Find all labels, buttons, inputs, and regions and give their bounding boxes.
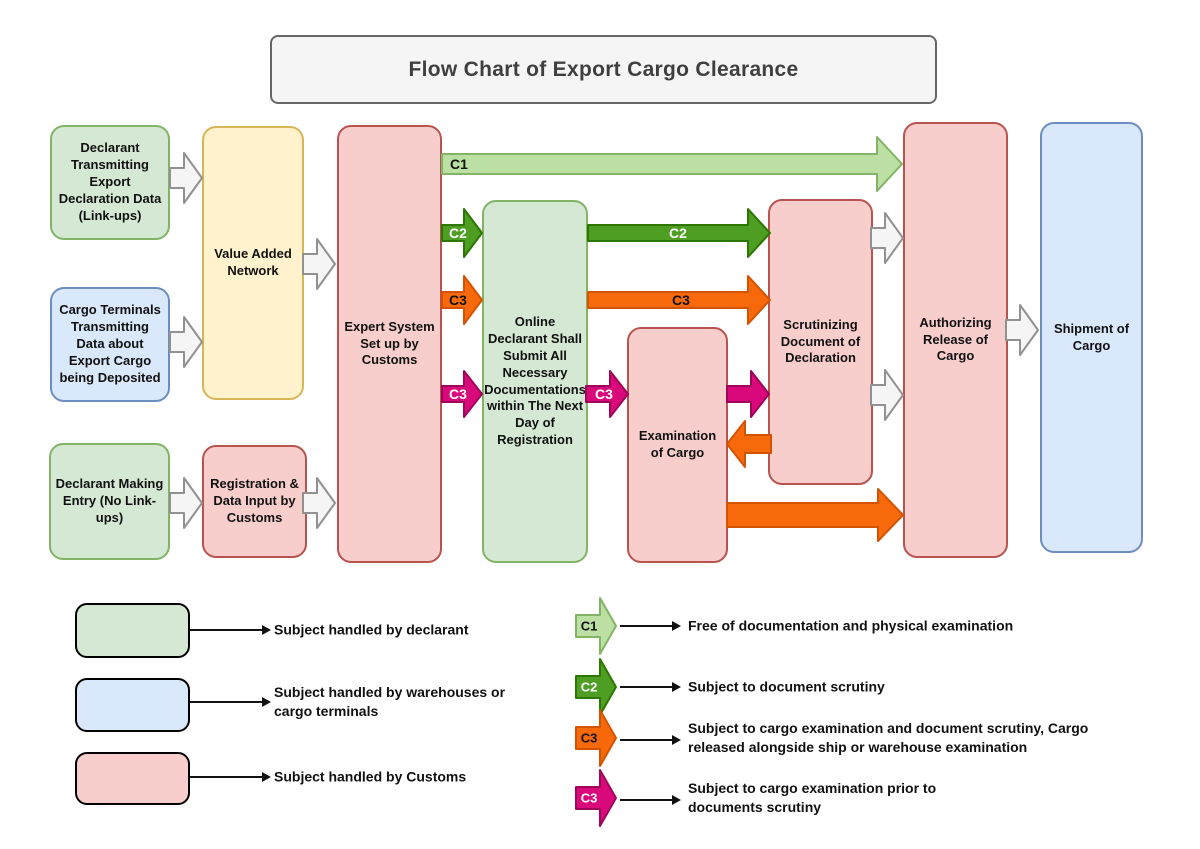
legend-arrowhead-icon (672, 682, 681, 692)
legend-c3-orange-code: C3 (580, 730, 598, 746)
legend-c3-magenta-arrow-icon (575, 769, 617, 827)
legend-line (190, 776, 262, 778)
c3-orange-arrow-examination-to-authorizing (726, 488, 904, 542)
node-label: Online Declarant Shall Submit All Necess… (484, 313, 586, 448)
grey-arrow-scrutinizing-to-authorizing-top (870, 212, 904, 264)
legend-label-warehouses: Subject handled by warehouses or cargo t… (274, 684, 506, 719)
node-registration: Registration & Data Input by Customs (202, 445, 307, 558)
node-label: Authorizing Release of Cargo (919, 314, 992, 364)
c1-arrow-expert-to-authorizing (441, 136, 903, 192)
c3-arrow-label: C3 (595, 386, 613, 402)
node-declarant-no-linkups: Declarant Making Entry (No Link-ups) (49, 443, 170, 560)
legend-label-declarant: Subject handled by declarant (274, 621, 469, 638)
c3-arrow-label: C3 (672, 292, 690, 308)
grey-arrow-scrutinizing-to-authorizing-bottom (870, 369, 904, 421)
legend-c1-code: C1 (580, 618, 598, 634)
node-label: Declarant Transmitting Export Declaratio… (58, 140, 162, 223)
page-title: Flow Chart of Export Cargo Clearance (408, 57, 799, 81)
node-label: Declarant Making Entry (No Link-ups) (55, 476, 164, 525)
c2-arrow-expert-to-online (441, 208, 483, 258)
legend-c1-arrow-icon (575, 597, 617, 655)
node-value-added-network: Value Added Network (202, 126, 304, 400)
grey-arrow-registration-to-expert (302, 477, 336, 529)
legend-line (190, 629, 262, 631)
legend-label-c2: Subject to document scrutiny (688, 678, 885, 695)
legend-line (620, 739, 672, 741)
legend-line (620, 686, 672, 688)
c1-arrow-label: C1 (450, 156, 468, 172)
legend-c3-orange-arrow-icon (575, 709, 617, 767)
legend-label-c3-orange: Subject to cargo examination and documen… (688, 720, 1089, 755)
c3-orange-arrow-scrutinizing-to-examination (726, 420, 772, 468)
c3-magenta-arrow-examination-to-scrutinizing (726, 370, 770, 418)
node-cargo-terminals: Cargo Terminals Transmitting Data about … (50, 287, 170, 402)
legend-line (620, 799, 672, 801)
legend-green-box (75, 603, 190, 658)
node-label: Cargo Terminals Transmitting Data about … (59, 302, 161, 385)
grey-arrow-linkups-to-van (169, 152, 203, 204)
legend-line (190, 701, 262, 703)
legend-arrowhead-icon (672, 621, 681, 631)
legend-label-c3-magenta: Subject to cargo examination prior to do… (688, 780, 937, 815)
legend-label-c1: Free of documentation and physical exami… (688, 617, 1014, 634)
c2-arrow-label: C2 (449, 225, 467, 241)
node-label: Value Added Network (214, 246, 292, 278)
node-label: Expert System Set up by Customs (344, 318, 435, 368)
legend-arrowhead-icon (672, 795, 681, 805)
legend-arrowhead-icon (262, 625, 271, 635)
node-declarant-linkups: Declarant Transmitting Export Declaratio… (50, 125, 170, 240)
c3-arrow-label: C3 (449, 386, 467, 402)
node-online-declarant: Online Declarant Shall Submit All Necess… (482, 200, 588, 563)
legend-c3-magenta-code: C3 (580, 790, 598, 806)
node-expert-system: Expert System Set up by Customs (337, 125, 442, 563)
legend-arrowhead-icon (262, 772, 271, 782)
c3-orange-arrow-online-to-scrutinizing (587, 275, 771, 325)
node-authorizing: Authorizing Release of Cargo (903, 122, 1008, 558)
node-scrutinizing: Scrutinizing Document of Declaration (768, 199, 873, 485)
grey-arrow-van-to-expert (302, 238, 336, 290)
legend-line (620, 625, 672, 627)
grey-arrow-authorizing-to-shipment (1005, 304, 1039, 356)
node-shipment: Shipment of Cargo (1040, 122, 1143, 553)
legend-c2-code: C2 (580, 679, 598, 695)
c2-arrow-online-to-scrutinizing (587, 208, 771, 258)
node-label: Shipment of Cargo (1053, 320, 1130, 353)
legend-blue-box (75, 678, 190, 732)
node-label: Registration & Data Input by Customs (210, 476, 299, 525)
legend-arrowhead-icon (672, 735, 681, 745)
legend-arrowhead-icon (262, 697, 271, 707)
c3-orange-arrow-expert-to-online (441, 275, 483, 325)
title-box: Flow Chart of Export Cargo Clearance (270, 35, 937, 104)
node-examination: Examination of Cargo (627, 327, 728, 563)
c2-arrow-label: C2 (669, 225, 687, 241)
c3-arrow-label: C3 (449, 292, 467, 308)
node-label: Scrutinizing Document of Declaration (780, 316, 861, 366)
legend-c2-arrow-icon (575, 658, 617, 716)
legend-pink-box (75, 752, 190, 805)
grey-arrow-entry-to-registration (169, 477, 203, 529)
c3-magenta-arrow-online-to-examination (585, 370, 629, 418)
grey-arrow-terminals-to-van (169, 316, 203, 368)
node-label: Examination of Cargo (638, 428, 717, 460)
legend-label-customs: Subject handled by Customs (274, 768, 467, 785)
c3-magenta-arrow-expert-to-online (441, 370, 483, 418)
